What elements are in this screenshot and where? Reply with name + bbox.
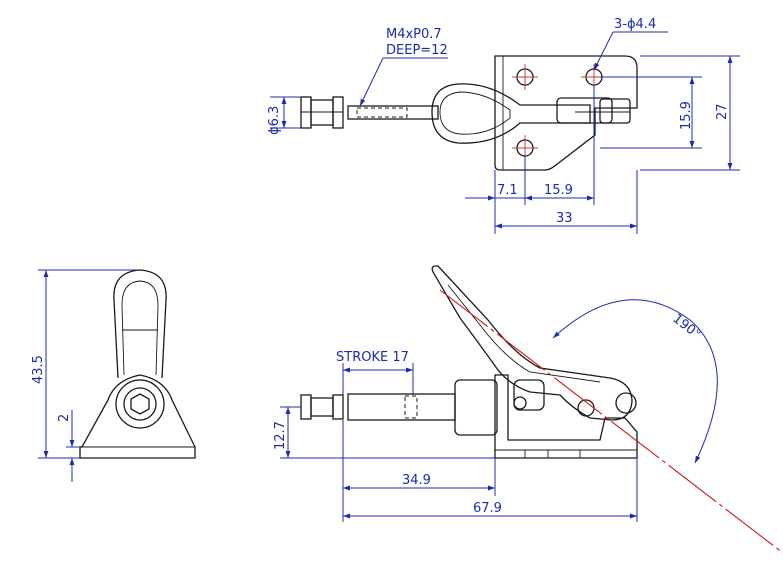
end-base [79,374,196,459]
dim-7-1-and-15-9 [465,85,595,234]
end-pivot-outer [115,379,165,429]
dim-rod-diameter [270,96,301,129]
side-nut-3 [332,394,344,420]
top-thread-end [356,107,408,118]
side-base-plate [494,374,638,459]
top-handle-inner [439,91,511,135]
dim-stroke [342,363,414,395]
end-hex-nut [130,393,150,415]
side-guide-body [454,379,498,436]
hole-callout: 3-ϕ4.4 [614,17,656,32]
end-view: 43.5 2 [31,269,196,482]
top-hole-centerlines [512,64,607,161]
end-pivot-inner [123,387,157,421]
angle-190-label: 190° [670,311,704,342]
dim-7-1-label: 7.1 [497,183,518,198]
side-view: 190° STROKE 17 12.7 34.9 67.9 [273,265,783,554]
top-view: M4xP0.7 DEEP=12 3-ϕ4.4 ϕ6.3 15.9 27 [267,17,740,234]
side-rod [347,393,456,421]
top-nut-2 [310,99,334,126]
top-base-plate [494,55,638,171]
dim-15-9-horizontal-label: 15.9 [544,183,573,198]
top-pivot-block [599,98,631,124]
dim-34-9 [342,420,496,522]
dim-15-9-vertical [600,76,702,149]
top-handle [431,83,591,144]
dim-34-9-label: 34.9 [402,473,431,488]
dim-2 [66,410,80,482]
top-rod [347,105,439,120]
top-nut-3 [332,96,344,129]
dim-67-9 [343,458,638,522]
dim-33-label: 33 [556,211,573,226]
dim-33 [495,170,638,234]
side-rod-hidden [404,395,418,419]
side-pivot-1 [615,392,637,414]
thread-note-line2: DEEP=12 [386,43,448,58]
dim-43-5-label: 43.5 [31,355,46,384]
side-link [513,379,545,411]
end-handle-inner [121,280,159,376]
angle-arc [552,299,718,464]
side-nut-1 [300,394,312,420]
dim-12-7 [280,406,495,459]
side-nut-2 [310,397,334,417]
thread-note-line1: M4xP0.7 [386,27,442,42]
top-nut-1 [300,96,312,129]
side-handle-inner [447,284,601,383]
top-linkage [556,97,613,124]
dim-2-label: 2 [57,414,72,422]
stroke-label: STROKE 17 [336,350,409,365]
side-pivot-3 [513,396,527,410]
dim-15-9-vertical-label: 15.9 [679,101,694,130]
rod-diameter-label: ϕ6.3 [267,106,282,135]
dim-hole-leader [593,31,668,71]
dim-27-label: 27 [715,103,730,120]
end-handle [113,269,167,379]
dim-67-9-label: 67.9 [473,501,502,516]
dim-12-7-label: 12.7 [273,421,288,450]
dim-43-5 [38,269,138,459]
dim-27 [640,55,740,171]
side-handle [431,265,633,421]
dim-thread-leader [359,57,448,107]
